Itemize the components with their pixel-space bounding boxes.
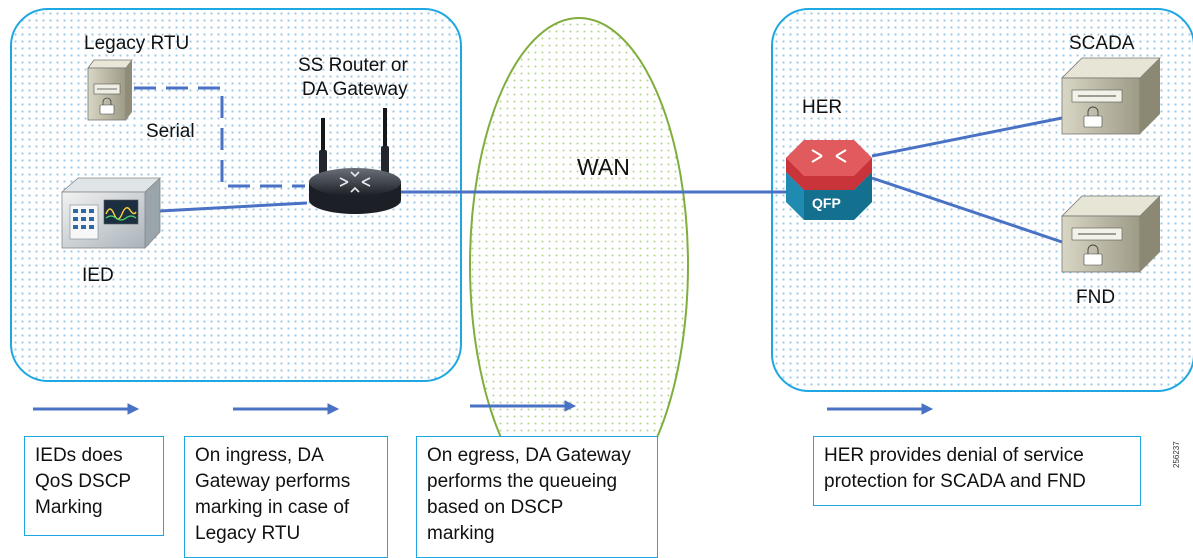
ss-router-label-line2: DA Gateway <box>302 79 408 100</box>
qfp-label: QFP <box>812 195 841 211</box>
fnd-link <box>871 176 1063 244</box>
note-ied-marking: IEDs does QoS DSCP Marking <box>24 436 164 536</box>
scada-link <box>871 116 1063 158</box>
ied-device-icon <box>60 177 162 250</box>
note-line: Legacy RTU <box>195 523 301 544</box>
note-line: QoS DSCP <box>35 471 132 492</box>
note-line: HER provides denial of service <box>824 445 1084 466</box>
wan-label: WAN <box>577 154 630 180</box>
serial-link <box>134 86 305 188</box>
note-ingress: On ingress, DA Gateway performs marking … <box>184 436 388 558</box>
legacy-rtu-label: Legacy RTU <box>84 33 190 54</box>
her-label: HER <box>802 97 843 118</box>
wireless-router-icon <box>309 108 401 214</box>
fnd-label: FND <box>1076 287 1116 308</box>
server-icon <box>1061 57 1161 135</box>
note-her-protection: HER provides denial of service protectio… <box>813 436 1141 506</box>
note-line: On egress, DA Gateway <box>427 445 631 466</box>
serial-label: Serial <box>146 121 195 142</box>
note-line: performs the queueing <box>427 471 618 492</box>
note-egress: On egress, DA Gateway performs the queue… <box>416 436 658 558</box>
note-line: marking <box>427 523 495 544</box>
note-line: Gateway performs <box>195 471 351 492</box>
ied-label: IED <box>82 265 114 286</box>
server-icon <box>1061 195 1161 273</box>
server-icon <box>87 59 133 121</box>
figure-id: 256237 <box>1172 441 1181 468</box>
note-line: based on DSCP <box>427 497 564 518</box>
note-line: IEDs does <box>35 445 123 466</box>
note-line: On ingress, DA <box>195 445 324 466</box>
flow-arrows <box>33 400 934 415</box>
ss-router-label-line1: SS Router or <box>298 55 408 76</box>
scada-label: SCADA <box>1069 33 1135 54</box>
ied-link <box>159 201 308 213</box>
note-line: Marking <box>35 497 103 518</box>
note-line: marking in case of <box>195 497 350 518</box>
note-line: protection for SCADA and FND <box>824 471 1086 492</box>
qfp-router-icon <box>786 140 872 220</box>
